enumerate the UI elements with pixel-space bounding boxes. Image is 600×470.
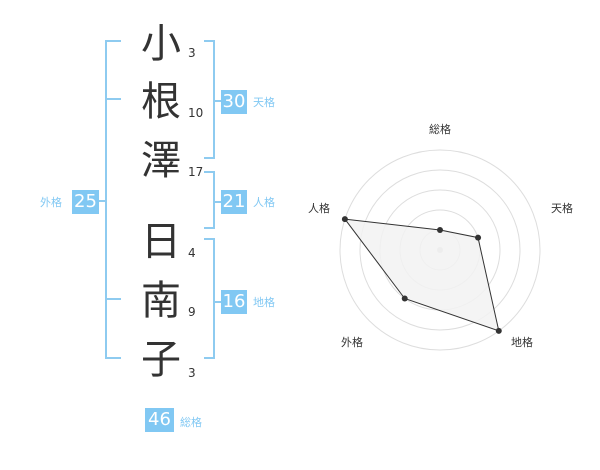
stroke-count-6: 3 [188,366,196,380]
bracket-jinkaku-connector [215,201,221,203]
bracket-tenkaku-bottom-tick [204,157,215,159]
bracket-chikaku-bottom-tick [204,357,215,359]
chikaku-label: 地格 [253,296,275,309]
bracket-jinkaku-line [213,171,215,229]
bracket-chikaku-connector [215,301,221,303]
bracket-tenkaku-line [213,40,215,159]
jinkaku-value: 21 [221,190,247,214]
radar-point-1 [437,227,443,233]
name-char-6: 子 [141,337,181,383]
name-char-3: 澤 [141,138,181,184]
bracket-tenkaku-top-tick [204,40,215,42]
gaikaku-label: 外格 [40,196,62,209]
radar-point-3 [495,327,502,334]
name-char-5: 南 [141,278,181,324]
chikaku-value: 16 [221,290,247,314]
soukaku-value: 46 [145,408,174,432]
radar-grid-ring [359,169,521,331]
stroke-count-5: 9 [188,305,196,319]
bracket-left-line [105,40,107,359]
name-char-2: 根 [141,79,181,125]
radar-grid-ring [339,149,541,351]
bracket-left-mid-tick [105,98,121,100]
radar-axis-label-chikaku: 地格 [511,335,533,349]
radar-axis-label-soukaku: 総格 [429,122,451,136]
bracket-chikaku-line [213,238,215,359]
bracket-jinkaku-top-tick [204,171,215,173]
stroke-count-1: 3 [188,46,196,60]
tenkaku-value: 30 [221,90,247,114]
name-char-1: 小 [141,21,181,67]
radar-axis-label-tenkaku: 天格 [551,201,573,215]
radar-point-4 [401,295,408,302]
radar-axis-label-gaikaku: 外格 [341,335,363,349]
name-char-4: 日 [141,219,181,265]
bracket-jinkaku-bottom-tick [204,227,215,229]
stroke-count-3: 17 [188,165,204,179]
stroke-count-2: 10 [188,106,204,120]
gaikaku-value: 25 [72,190,99,214]
bracket-left-top-tick [105,40,121,42]
jinkaku-label: 人格 [253,196,275,209]
radar-points [341,216,502,334]
bracket-chikaku-top-tick [204,238,215,240]
radar-point-2 [475,234,482,241]
bracket-left-connector [99,200,105,202]
bracket-left-bottom-tick [105,357,121,359]
stroke-count-4: 4 [188,246,196,260]
radar-area [343,218,500,332]
radar-point-5 [341,216,348,223]
soukaku-label: 総格 [180,416,202,429]
bracket-tenkaku-connector [215,100,221,102]
radar-axis-label-jinkaku: 人格 [308,201,330,215]
bracket-left-mid-tick [105,298,121,300]
tenkaku-label: 天格 [253,96,275,109]
